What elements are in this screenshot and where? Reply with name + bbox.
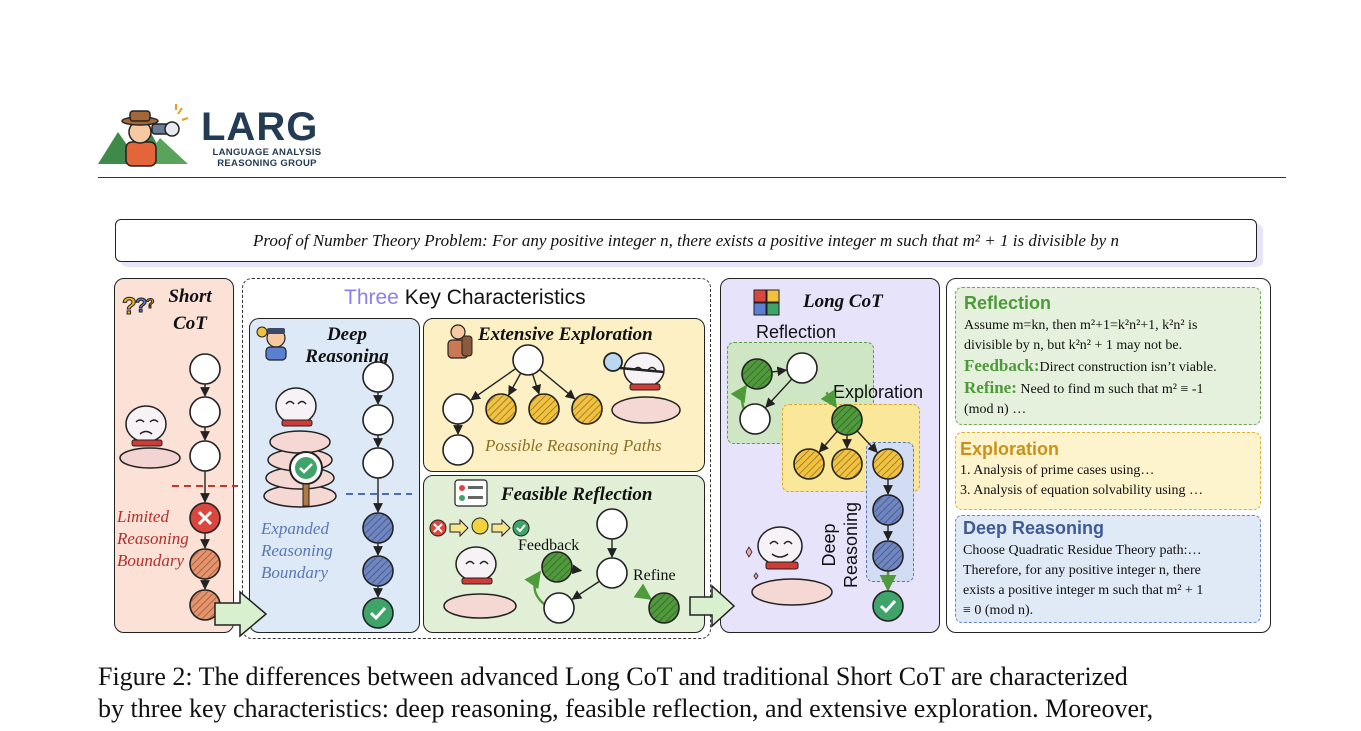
reflection-feedback-label: Feedback bbox=[518, 537, 580, 554]
caption-line-2: by three key characteristics: deep reaso… bbox=[98, 694, 1154, 723]
svg-text:?: ? bbox=[146, 295, 155, 311]
svg-text:?: ? bbox=[135, 295, 147, 317]
exploration-example-title: Exploration bbox=[960, 439, 1060, 459]
checklist-icon bbox=[454, 479, 488, 507]
reflection-example-body: Assume m=kn, then m²+1=k²n²+1, k²n² is d… bbox=[964, 318, 1217, 417]
stacked-snake-icon bbox=[263, 387, 337, 508]
larg-logo: LARG LANGUAGE ANALYSIS REASONING GROUP bbox=[98, 102, 338, 169]
reflection-example-box bbox=[955, 287, 1261, 425]
short-cot-title: Short CoT bbox=[168, 286, 212, 334]
hiker-icon bbox=[447, 324, 473, 359]
deep-example-body: Choose Quadratic Residue Theory path:… T… bbox=[963, 543, 1204, 618]
long-cot-title: Long CoT bbox=[803, 291, 883, 312]
svg-text:?: ? bbox=[122, 293, 137, 320]
limited-boundary-label: Limited Reasoning Boundary bbox=[117, 507, 189, 570]
reflection-refine-label: Refine bbox=[633, 567, 676, 584]
deep-reasoning-title: Deep Reasoning bbox=[305, 324, 389, 367]
problem-banner: Proof of Number Theory Problem: For any … bbox=[115, 219, 1257, 262]
deep-example-title: Deep Reasoning bbox=[963, 518, 1105, 538]
exploration-example-body: 1. Analysis of prime cases using… 3. Ana… bbox=[960, 463, 1204, 498]
question-marks-icon: ? ? ? bbox=[122, 293, 156, 321]
exploration-example-box bbox=[955, 432, 1261, 510]
feasible-reflection-title: Feasible Reflection bbox=[501, 484, 653, 505]
header-rule bbox=[98, 177, 1286, 178]
feedback-chain-icon bbox=[429, 517, 530, 538]
reflection-example-title: Reflection bbox=[964, 293, 1052, 313]
reflect-snake-icon bbox=[443, 546, 517, 619]
expanded-boundary-label: Expanded Reasoning Boundary bbox=[261, 519, 333, 582]
logo-subtitle: LANGUAGE ANALYSIS REASONING GROUP bbox=[212, 147, 322, 169]
explorer-mascot-icon bbox=[98, 104, 189, 167]
puzzle-icon bbox=[753, 289, 780, 316]
worried-snake-icon bbox=[119, 405, 181, 469]
possible-paths-label: Possible Reasoning Paths bbox=[485, 436, 662, 455]
key-characteristics-title: Three Key Characteristics bbox=[344, 286, 586, 309]
extensive-exploration-title: Extensive Exploration bbox=[478, 324, 653, 345]
long-deep-zone bbox=[866, 442, 914, 582]
long-reflection-label: Reflection bbox=[756, 322, 837, 342]
logo-wordmark: LARG bbox=[201, 105, 319, 149]
thinker-icon bbox=[256, 326, 287, 361]
deep-example-box bbox=[955, 515, 1261, 623]
caption-line-1: Figure 2: The differences between advanc… bbox=[98, 662, 1128, 691]
key-characteristics-region bbox=[242, 278, 711, 639]
long-exploration-label: Exploration bbox=[833, 382, 924, 402]
long-snake-icon bbox=[745, 526, 833, 606]
magnifier-snake-icon bbox=[603, 352, 681, 424]
